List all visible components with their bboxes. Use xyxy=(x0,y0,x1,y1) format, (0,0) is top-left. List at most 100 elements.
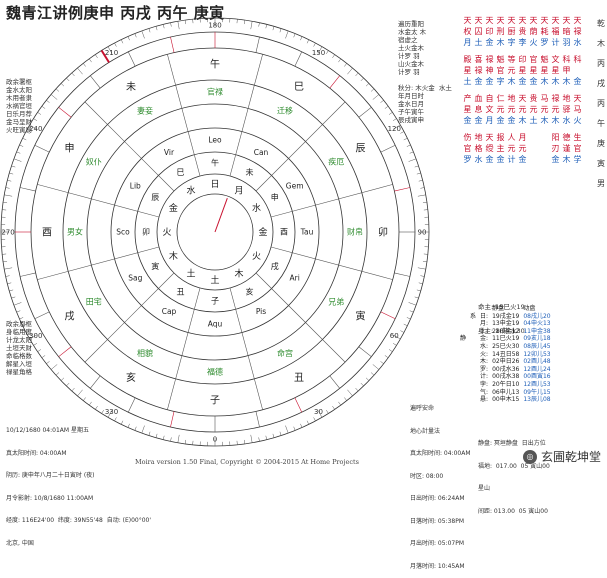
palace-label: 兄弟 xyxy=(328,297,344,307)
degree-tick xyxy=(38,112,41,114)
degree-tick xyxy=(66,383,69,386)
degree-tick xyxy=(185,440,186,444)
outer-branch: 未 xyxy=(126,81,136,93)
birth-line-3: 阴历: 庚申年八月二十日寅时 (夜) xyxy=(6,472,151,480)
degree-tick xyxy=(77,68,82,74)
degree-label: 210 xyxy=(105,49,118,57)
mansion-divider xyxy=(59,107,72,117)
degree-tick xyxy=(415,166,419,167)
degree-tick xyxy=(156,434,157,438)
degree-tick xyxy=(3,261,7,262)
sign-label: Lib xyxy=(130,182,141,191)
degree-label: 240 xyxy=(29,125,42,133)
mansion-divider xyxy=(330,376,340,389)
degree-tick xyxy=(251,21,252,29)
house-divider xyxy=(256,273,345,362)
palace-label: 妻妾 xyxy=(137,105,153,115)
degree-tick xyxy=(163,436,164,440)
degree-tick xyxy=(326,410,328,413)
degree-tick xyxy=(418,268,426,269)
mansion-divider xyxy=(295,398,302,412)
palace-label: 迁移 xyxy=(277,105,293,115)
degree-tick xyxy=(385,106,388,108)
degree-tick xyxy=(115,417,117,421)
degree-tick xyxy=(6,188,10,189)
degree-tick xyxy=(285,31,288,39)
degree-tick xyxy=(373,364,379,369)
degree-tick xyxy=(7,283,11,284)
inner-element: 火 xyxy=(252,251,261,262)
degree-tick xyxy=(20,145,24,147)
ascendant-needle xyxy=(215,198,227,232)
degree-tick xyxy=(300,37,302,41)
palace-label: 相貌 xyxy=(137,348,153,358)
degree-tick xyxy=(20,317,24,319)
time-line-7: 月出时间: 05:07PM xyxy=(410,540,471,548)
palace-label: 官禄 xyxy=(207,87,223,97)
sign-label: Sag xyxy=(128,274,142,283)
degree-tick xyxy=(23,138,27,140)
sign-label: Leo xyxy=(208,136,222,145)
outer-branch: 巳 xyxy=(294,81,304,93)
outer-branch: 酉 xyxy=(42,227,52,238)
degree-tick xyxy=(338,402,340,405)
degree-tick xyxy=(142,31,145,39)
degree-tick xyxy=(72,388,75,391)
degree-tick xyxy=(251,435,252,443)
time-line-5: 日出时间: 06:24AM xyxy=(410,495,471,503)
degree-tick xyxy=(307,40,309,44)
degree-tick xyxy=(244,20,245,24)
degree-tick xyxy=(56,373,59,376)
degree-tick xyxy=(347,68,352,74)
mansion-divider xyxy=(394,187,410,191)
mansion-divider xyxy=(359,107,372,117)
degree-label: 120 xyxy=(388,125,401,133)
house-divider xyxy=(85,102,174,191)
degree-tick xyxy=(56,89,59,92)
degree-tick xyxy=(409,159,417,162)
inner-element: 金 xyxy=(258,226,267,238)
degree-tick xyxy=(418,195,426,196)
degree-label: 330 xyxy=(105,408,118,416)
degree-tick xyxy=(102,410,104,413)
degree-tick xyxy=(294,427,295,431)
degree-tick xyxy=(128,424,130,428)
degree-tick xyxy=(178,21,179,29)
degree-tick xyxy=(4,195,12,196)
inner-element: 日 xyxy=(210,179,219,190)
degree-tick xyxy=(46,361,49,363)
palace-label: 命宫 xyxy=(277,348,293,358)
degree-tick xyxy=(285,426,288,434)
degree-tick xyxy=(404,324,408,326)
palace-label: 田宅 xyxy=(86,297,102,307)
degree-tick xyxy=(417,290,421,291)
palace-label: 福德 xyxy=(207,367,223,377)
degree-label: 60 xyxy=(390,332,399,340)
degree-tick xyxy=(121,40,123,44)
degree-tick xyxy=(273,434,274,438)
degree-tick xyxy=(338,59,340,62)
time-line-6: 日落时间: 05:38PM xyxy=(410,518,471,526)
degree-tick xyxy=(14,302,22,305)
degree-tick xyxy=(280,432,281,436)
degree-label: 30 xyxy=(314,408,323,416)
degree-tick xyxy=(326,51,328,54)
outer-branch: 丑 xyxy=(294,373,304,384)
degree-tick xyxy=(266,436,267,440)
degree-tick xyxy=(385,355,388,357)
sign-label: Tau xyxy=(300,228,314,237)
mansion-divider xyxy=(394,273,410,277)
degree-tick xyxy=(361,383,364,386)
palace-label: 财帛 xyxy=(347,227,363,237)
sign-label: Pis xyxy=(256,307,266,316)
inner-branch: 戌 xyxy=(271,261,279,271)
sign-label: Ari xyxy=(290,274,300,283)
degree-tick xyxy=(178,435,179,443)
degree-tick xyxy=(314,43,316,47)
degree-tick xyxy=(135,34,136,38)
degree-tick xyxy=(34,343,37,345)
degree-label: 90 xyxy=(418,229,427,237)
degree-tick xyxy=(332,55,334,58)
degree-tick xyxy=(9,173,13,174)
inner-element: 木 xyxy=(169,250,178,262)
